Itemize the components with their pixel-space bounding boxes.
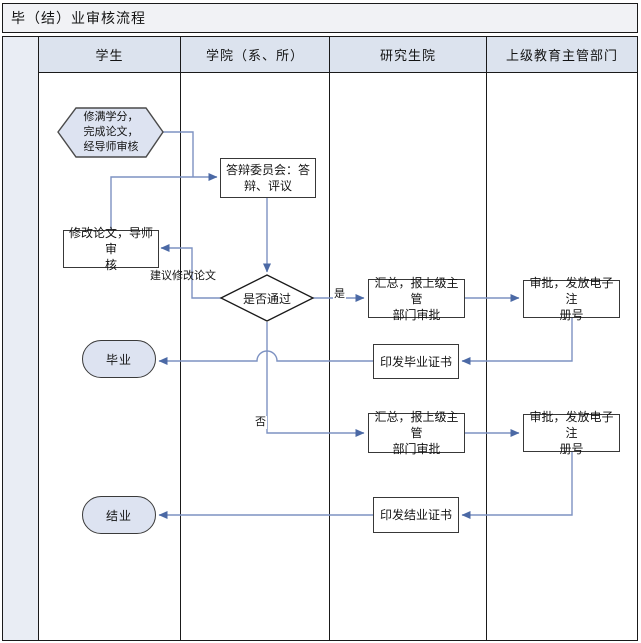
start-hexagon-text: 修满学分， 完成论文， 经导师审核	[83, 110, 139, 153]
lane-header-college-label: 学院（系、所）	[205, 48, 304, 63]
node-defense-committee: 答辩委员会：答 辩、评议	[220, 158, 316, 198]
decision-text: 是否通过	[242, 291, 291, 306]
decision-label: 是否通过	[227, 287, 307, 309]
lane-education-authority: 上级教育主管部门	[487, 37, 637, 640]
terminal-completion-label: 结业	[105, 508, 132, 523]
node-issue-completion-cert: 印发结业证书	[373, 497, 459, 533]
node-approve-register-2: 审批，发放电子注 册号	[523, 410, 620, 456]
lane-header-student: 学生	[39, 37, 180, 73]
node-report-approval-1: 汇总，报上级主管 部门审批	[368, 276, 465, 322]
lane-header-education-authority-label: 上级教育主管部门	[505, 48, 618, 63]
lane-header-education-authority: 上级教育主管部门	[487, 37, 637, 73]
edge-label-no: 否	[254, 416, 267, 429]
node-issue-completion-cert-label: 印发结业证书	[379, 508, 452, 522]
start-hexagon-label: 修满学分， 完成论文， 经导师审核	[60, 105, 162, 159]
edge-label-no-text: 否	[255, 416, 266, 428]
terminal-graduation-label: 毕业	[105, 352, 132, 367]
lane-header-student-label: 学生	[95, 48, 124, 63]
terminal-completion: 结业	[82, 496, 156, 534]
node-revise-thesis-label: 修改论文，导师审 核	[68, 226, 153, 272]
lane-header-college: 学院（系、所）	[181, 37, 329, 73]
node-issue-graduation-cert-label: 印发毕业证书	[379, 354, 452, 369]
stage-column	[3, 37, 39, 640]
page-title: 毕（结）业审核流程	[2, 3, 638, 33]
node-revise-thesis: 修改论文，导师审 核	[63, 226, 159, 272]
edge-label-suggest-revision: 建议修改论文	[150, 270, 216, 283]
terminal-graduation: 毕业	[82, 340, 156, 378]
node-report-approval-2-label: 汇总，报上级主管 部门审批	[374, 410, 459, 456]
edge-label-yes-text: 是	[334, 288, 345, 300]
edge-label-suggest-revision-text: 建议修改论文	[150, 270, 216, 282]
node-approve-register-1-label: 审批，发放电子注 册号	[529, 276, 614, 322]
node-issue-graduation-cert: 印发毕业证书	[373, 344, 459, 379]
lane-header-graduate-school: 研究生院	[330, 37, 486, 73]
lane-header-graduate-school-label: 研究生院	[379, 48, 436, 63]
page-title-text: 毕（结）业审核流程	[11, 12, 146, 27]
node-approve-register-1: 审批，发放电子注 册号	[523, 276, 620, 322]
node-report-approval-2: 汇总，报上级主管 部门审批	[368, 410, 465, 456]
lane-graduate-school: 研究生院	[330, 37, 487, 640]
node-report-approval-1-label: 汇总，报上级主管 部门审批	[374, 275, 459, 322]
node-approve-register-2-label: 审批，发放电子注 册号	[529, 410, 614, 456]
node-defense-committee-label: 答辩委员会：答 辩、评议	[225, 163, 310, 193]
edge-label-yes: 是	[333, 288, 346, 301]
lane-college: 学院（系、所）	[181, 37, 330, 640]
lane-student: 学生	[39, 37, 181, 640]
